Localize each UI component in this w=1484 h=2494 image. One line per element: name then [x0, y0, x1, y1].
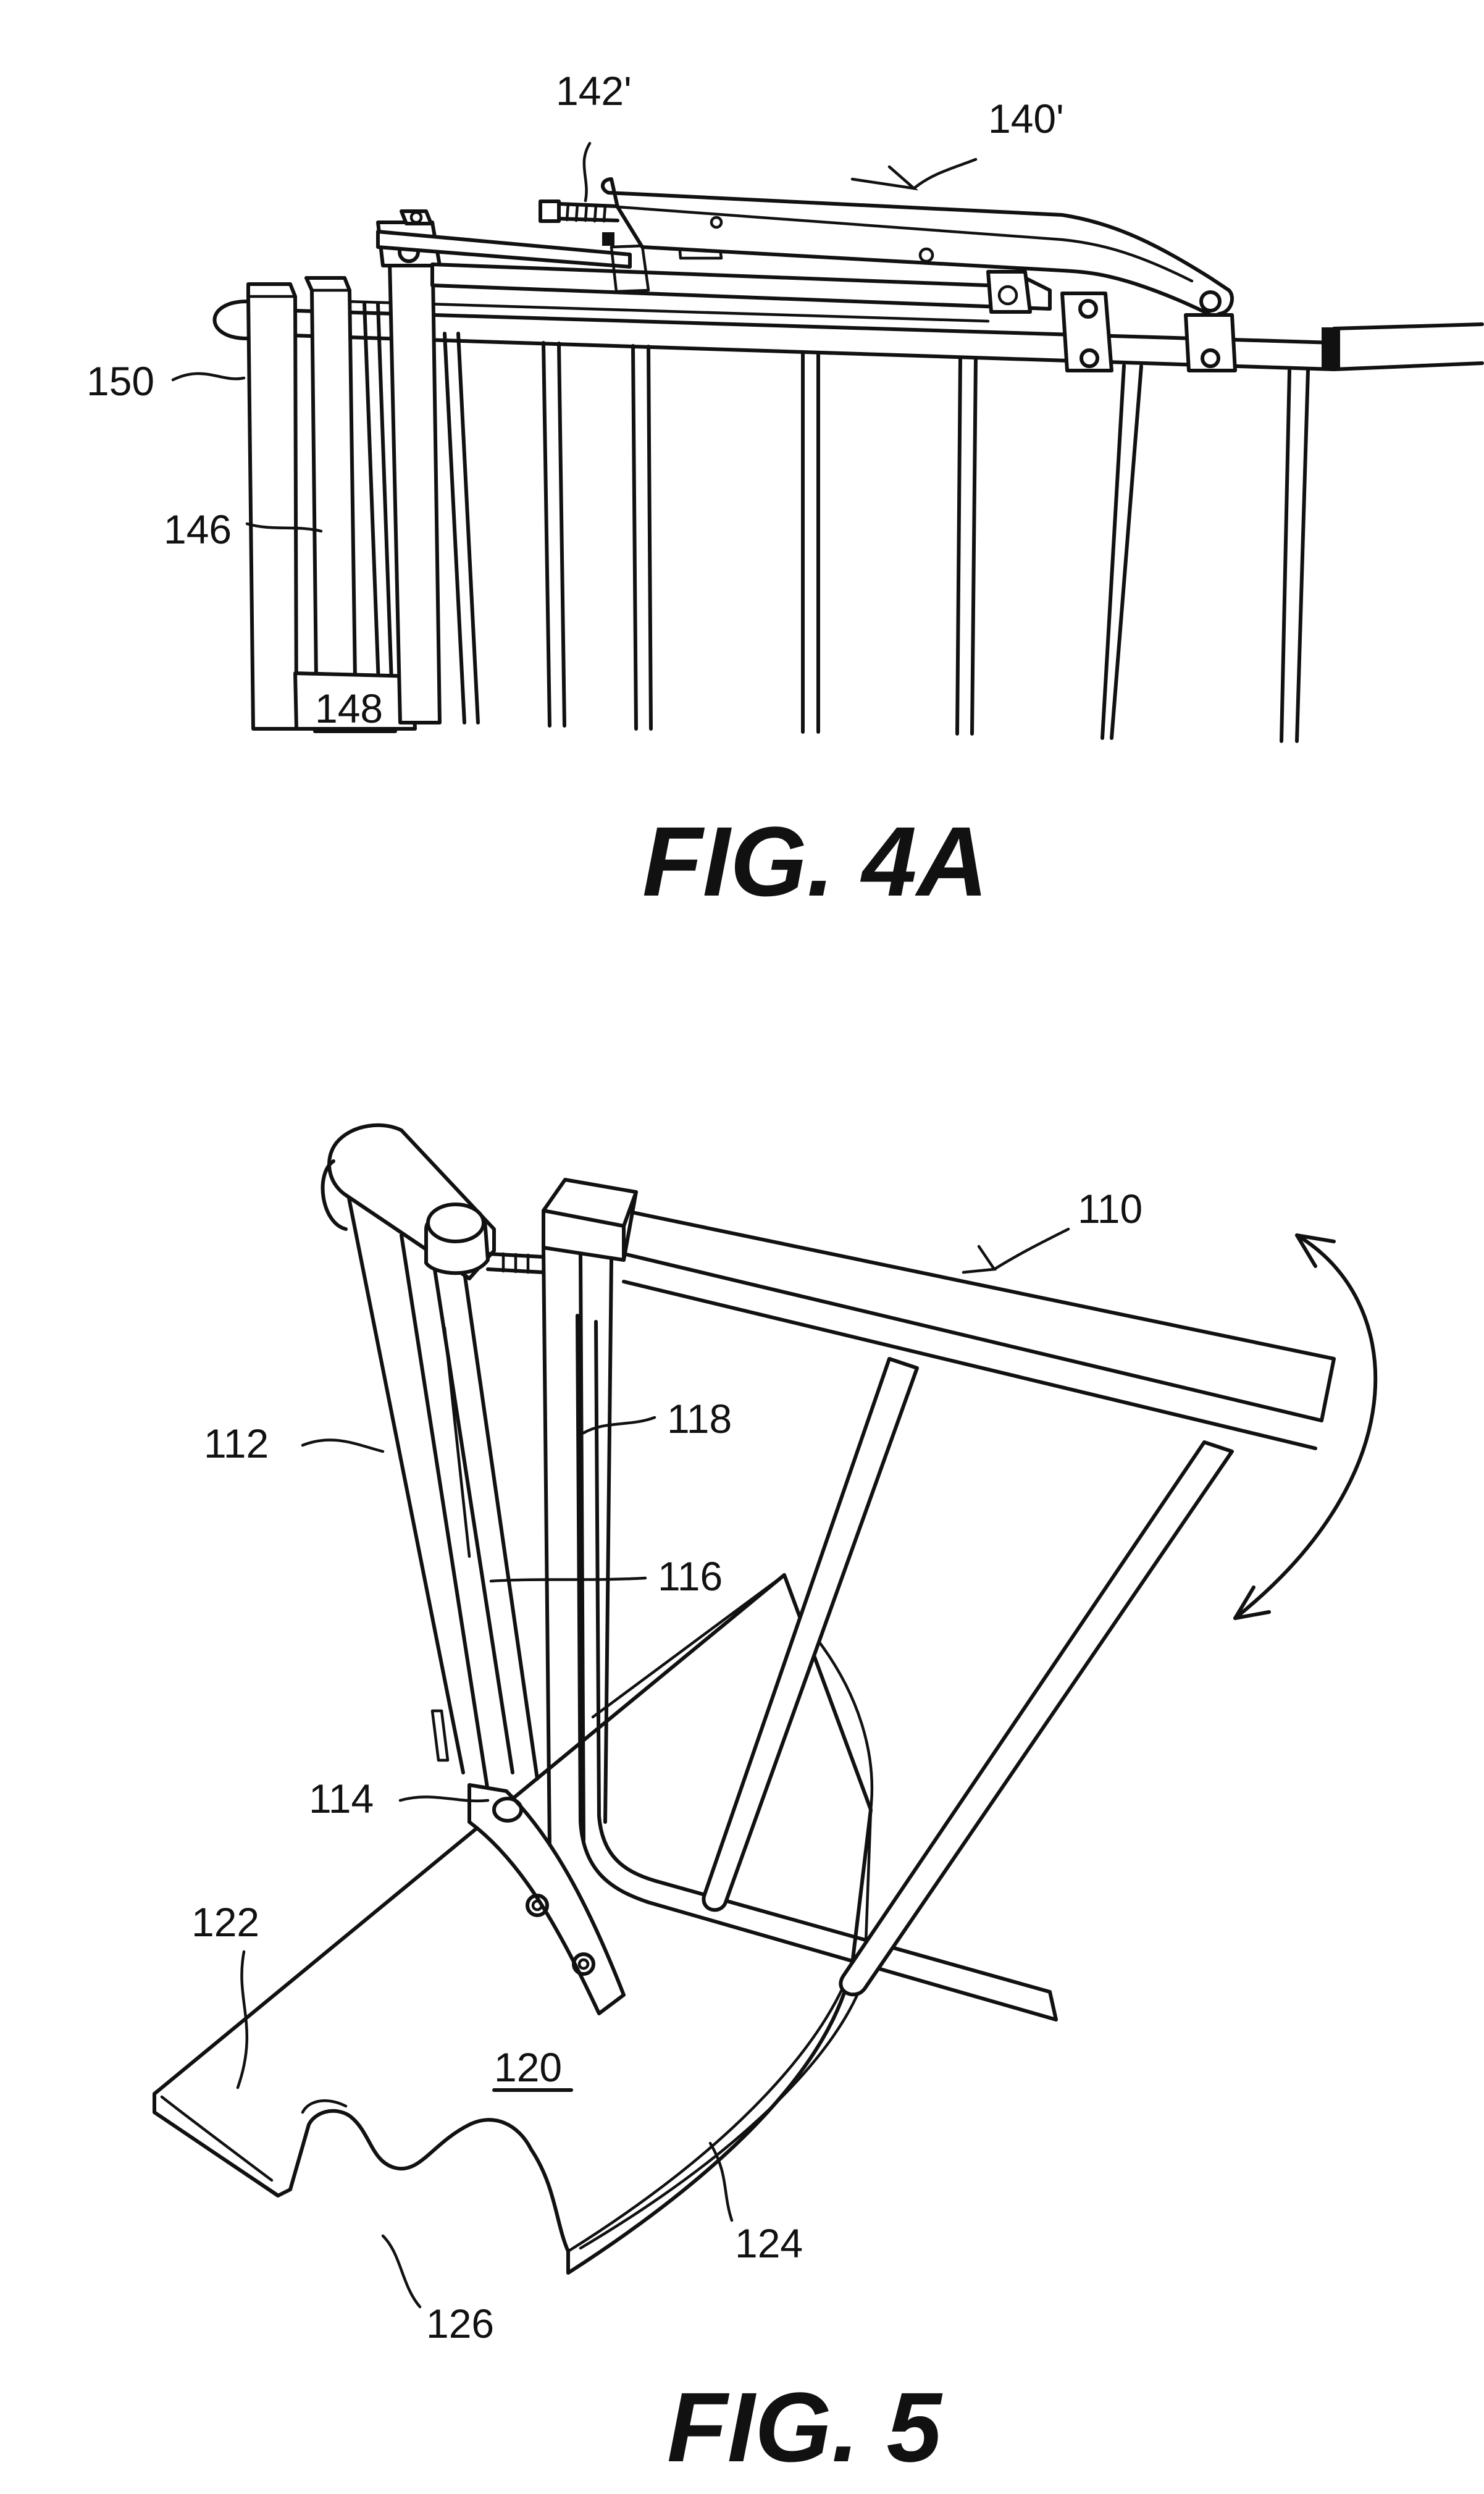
leader-124	[708, 2141, 734, 2222]
ref-142: 142'	[556, 68, 632, 114]
ref-114: 114	[309, 1776, 374, 1821]
plate-edge-upper	[591, 1573, 786, 1719]
leader-142	[582, 141, 592, 203]
leader-110	[992, 1227, 1070, 1271]
swing-arrow	[1233, 1233, 1378, 1620]
figure-5: 110 112 118 116 114 122 120 124 126 FIG.…	[153, 1123, 1378, 2482]
hinge-strap	[430, 1709, 626, 2015]
ref-118: 118	[667, 1396, 732, 1442]
leader-112	[301, 1438, 385, 1453]
leader-122	[236, 1950, 249, 2089]
ref-116: 116	[658, 1553, 723, 1599]
handle-140	[601, 177, 1234, 318]
ref-146: 146	[164, 506, 232, 552]
ref-148: 148	[315, 686, 383, 731]
ref-122: 122	[191, 1899, 259, 1945]
leader-116	[489, 1576, 647, 1583]
leader-118	[582, 1416, 656, 1435]
ref-120: 120	[494, 2044, 562, 2090]
figure-title-4a: FIG. 4A	[642, 806, 988, 917]
diagonal-bars	[702, 1357, 1234, 1997]
ref-124: 124	[735, 2220, 803, 2266]
leader-146	[245, 522, 323, 533]
rail-clamps	[1060, 292, 1237, 372]
lever-bracket	[376, 230, 1052, 314]
arm-knob	[424, 1203, 545, 1275]
latch-post	[376, 209, 442, 724]
leader-114	[398, 1795, 490, 1803]
ref-112: 112	[204, 1421, 269, 1466]
figure-4a: 142' 140' 150 146 148 FIG. 4A	[86, 68, 1484, 917]
leader-110-arrowhead	[962, 1245, 997, 1274]
swing-angle-arc	[813, 1635, 874, 1812]
ref-126: 126	[426, 2301, 494, 2346]
ref-110: 110	[1078, 1186, 1142, 1232]
ref-140: 140'	[988, 96, 1064, 141]
adjustment-screw	[539, 199, 619, 246]
vertical-bars	[443, 332, 1310, 743]
figure-title-5: FIG. 5	[667, 2372, 943, 2482]
leader-140-arrowhead	[850, 165, 919, 191]
corner-post	[542, 1178, 638, 1849]
plate-148	[293, 671, 417, 731]
leader-150	[171, 372, 246, 382]
base-plate	[153, 1573, 873, 2275]
left-posts	[246, 276, 395, 731]
gate-frame	[576, 1209, 1336, 2022]
leader-140	[912, 157, 978, 190]
leader-126	[381, 2234, 422, 2309]
ref-150: 150	[86, 358, 154, 404]
